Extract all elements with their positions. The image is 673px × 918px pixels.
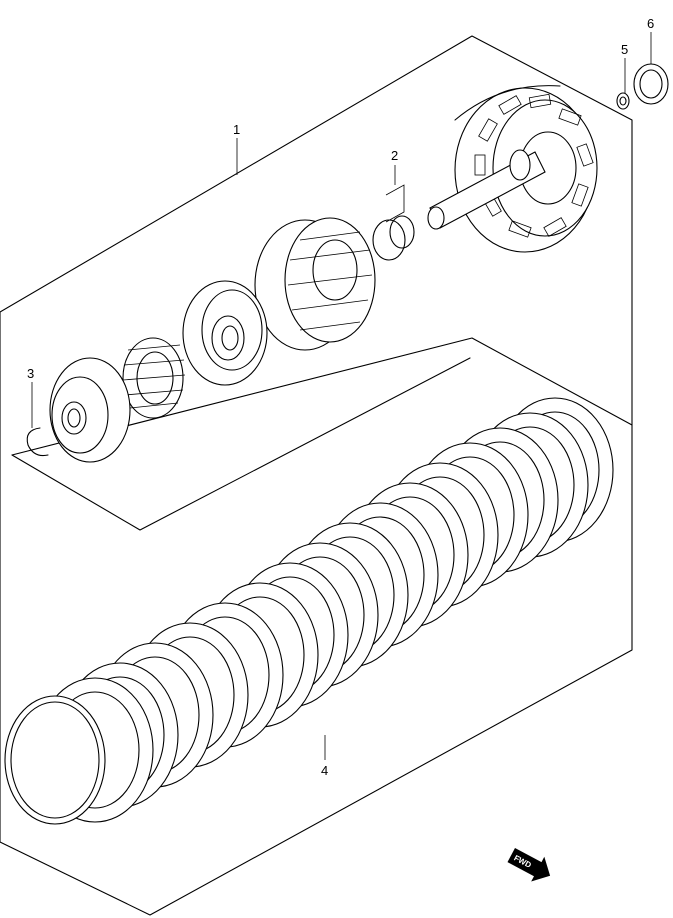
callout-4: 4 <box>321 763 328 778</box>
callout-2: 2 <box>391 148 398 163</box>
o-rings-2 <box>372 215 415 261</box>
assembly-outline-box <box>0 35 633 916</box>
callout-6: 6 <box>647 16 654 31</box>
clutch-plates-pack-4 <box>4 397 614 825</box>
snap-ring-3 <box>26 427 49 457</box>
return-spring-assembly <box>122 337 186 419</box>
seal-ring-6 <box>633 63 669 105</box>
input-shaft <box>427 149 546 230</box>
callout-3: 3 <box>27 366 34 381</box>
clutch-pack-outline-box <box>11 337 633 531</box>
callout-5: 5 <box>621 42 628 57</box>
fwd-arrow-icon: FWD <box>507 848 551 882</box>
snap-ring-5 <box>616 92 630 110</box>
piston <box>182 280 268 386</box>
callout-1: 1 <box>233 122 240 137</box>
leader-lines <box>31 32 652 760</box>
spring-retainer-gear <box>49 357 131 463</box>
clutch-hub <box>254 217 376 351</box>
